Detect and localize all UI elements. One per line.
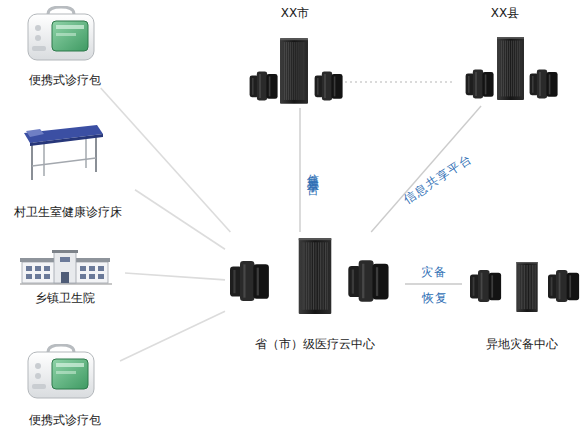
node-label: XX县: [491, 6, 519, 21]
connector-line: [405, 283, 462, 284]
node-box: XX县: [455, 6, 555, 106]
connector-line: [125, 273, 225, 280]
node-box: 异地灾备中心: [462, 258, 582, 352]
connector-line: [135, 190, 225, 250]
edge-label: 灾备: [421, 265, 447, 279]
edge-label: 信息共享平台: [402, 152, 475, 206]
node-label: 省（市）级医疗云中心: [255, 337, 375, 352]
node-box: 村卫生室健康诊疗床: [0, 120, 135, 220]
node-label: 乡镇卫生院: [35, 291, 95, 306]
node-box: 省（市）级医疗云中心: [225, 232, 405, 352]
node-box: XX市: [245, 6, 345, 108]
node-label: 便携式诊疗包: [29, 73, 101, 88]
node-box: 便携式诊疗包: [10, 2, 120, 88]
edge-label: 信息共享平台: [306, 164, 320, 176]
node-label: 村卫生室健康诊疗床: [14, 205, 122, 220]
hospital-illustration: [20, 250, 112, 285]
node-label: XX市: [281, 6, 309, 21]
node-label: 异地灾备中心: [486, 337, 558, 352]
node-label: 便携式诊疗包: [29, 413, 101, 428]
node-box: 便携式诊疗包: [10, 338, 120, 428]
connector-line: [345, 81, 455, 82]
node-box: 乡镇卫生院: [5, 248, 125, 306]
free-label: 恢复: [422, 291, 448, 305]
connector-line: [371, 106, 481, 232]
connector-line: [299, 108, 300, 232]
bed-illustration: [24, 125, 103, 180]
connector-line: [120, 311, 225, 361]
